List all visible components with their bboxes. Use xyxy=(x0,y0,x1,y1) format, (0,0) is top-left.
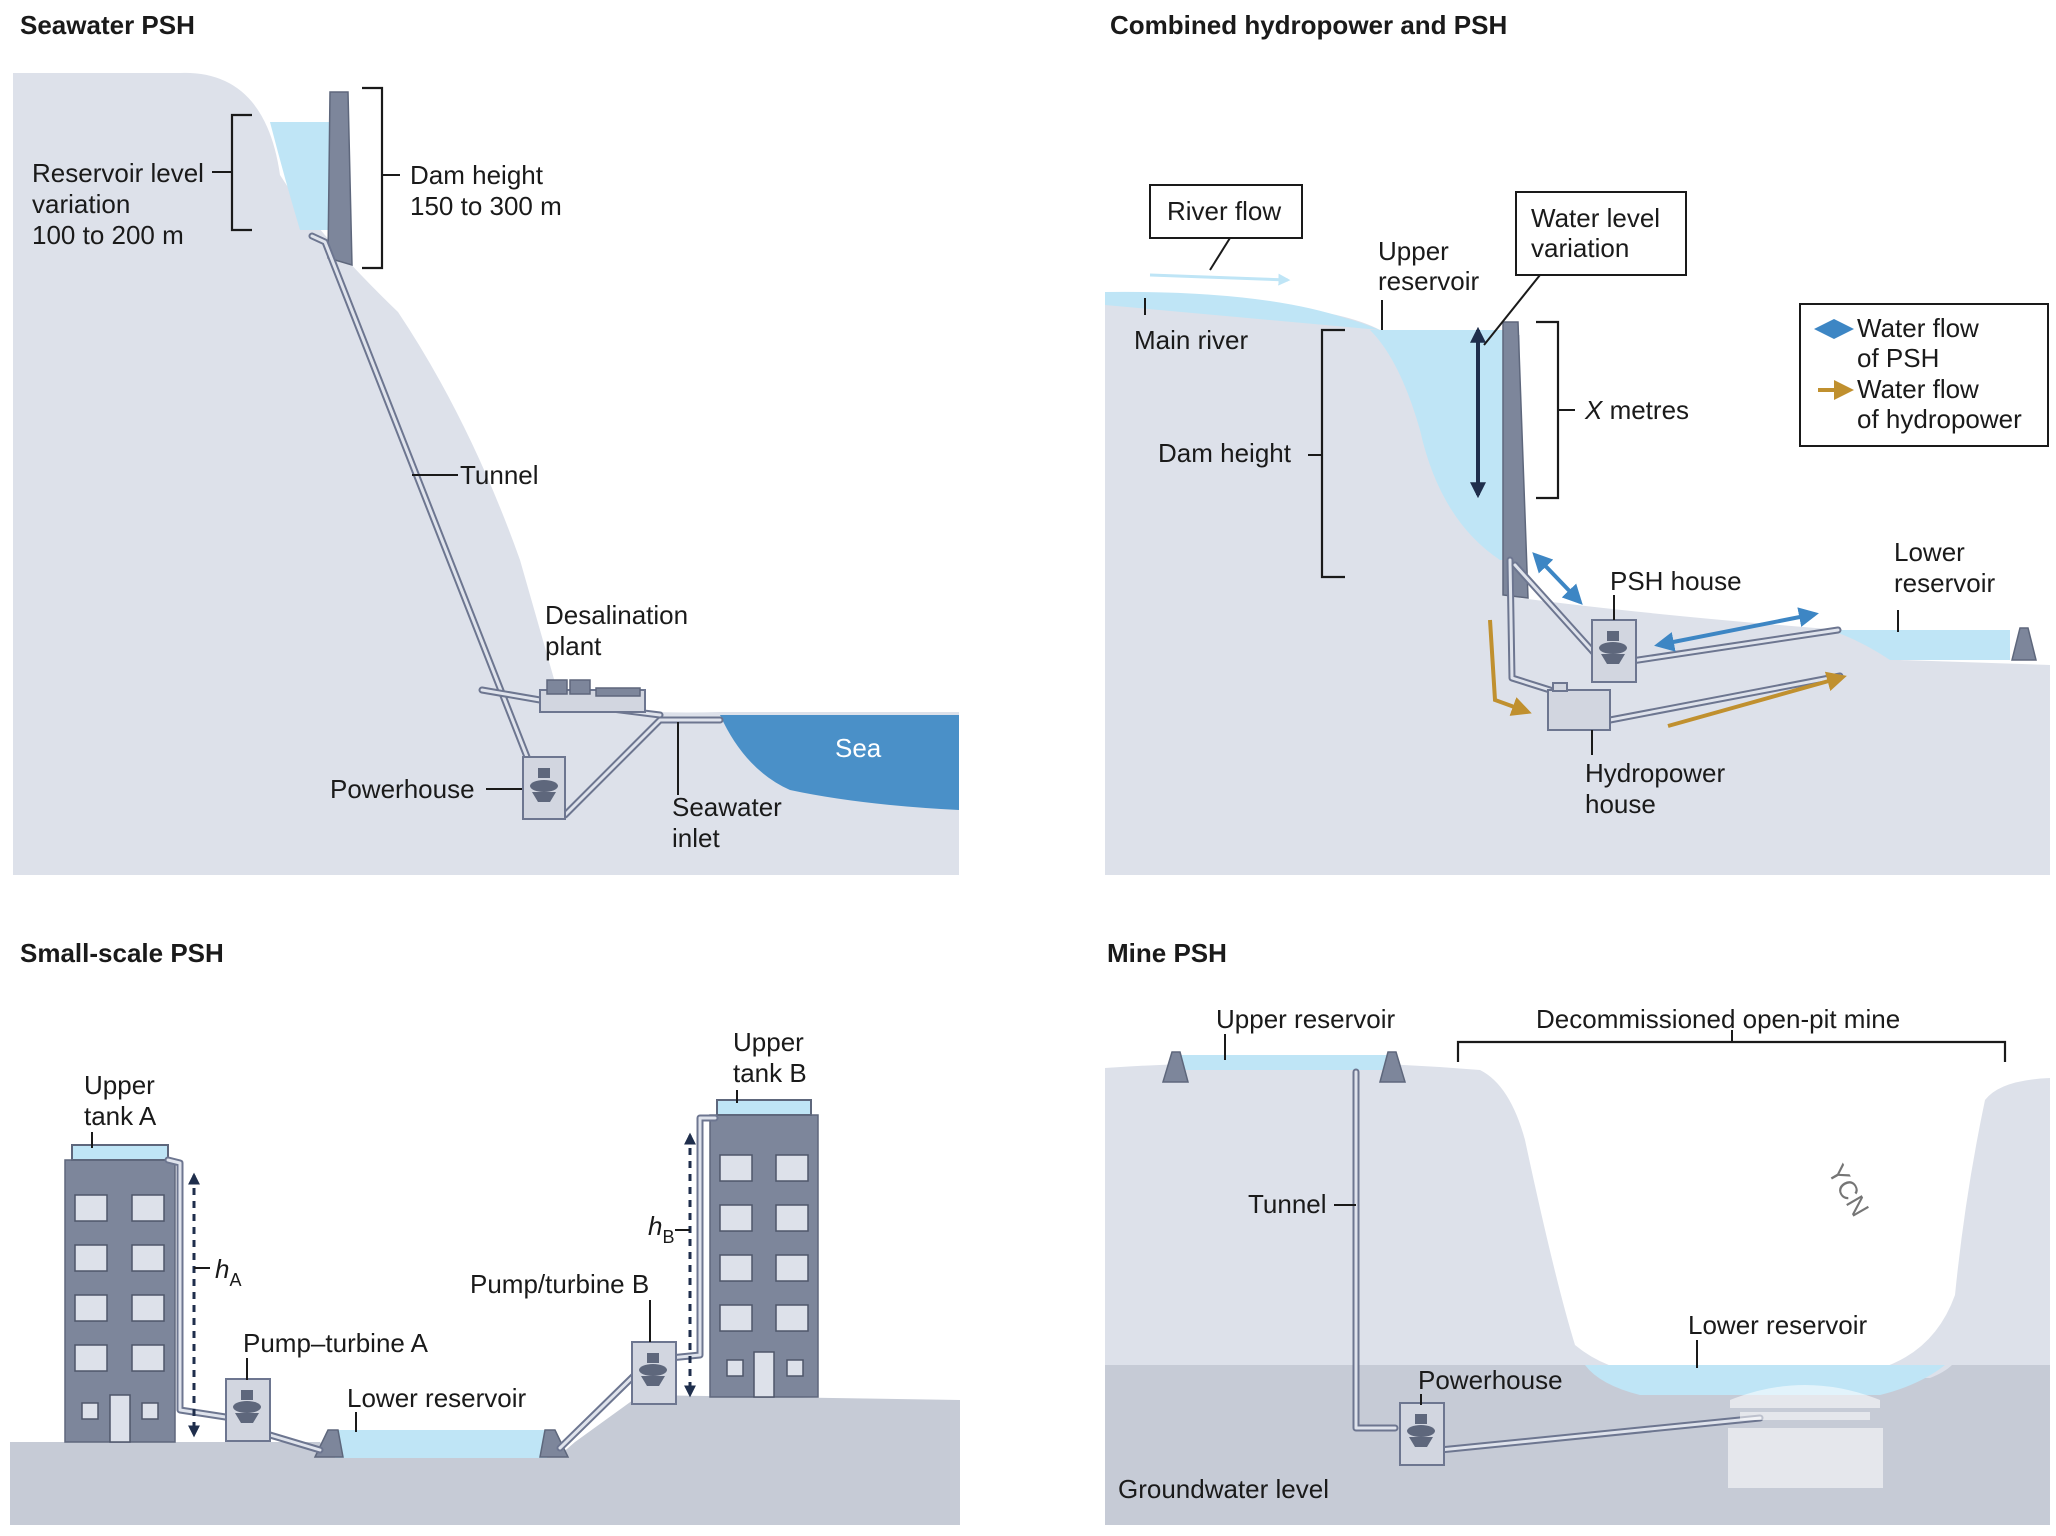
panel-seawater-psh: Seawater PSH Sea Reservoir le xyxy=(13,10,959,875)
x-metres-label: X metres xyxy=(1584,395,1689,425)
river-flow-callout xyxy=(1149,184,1303,286)
hydropower-house-label-2: house xyxy=(1585,789,1656,819)
dam-height-bracket xyxy=(362,86,400,270)
hydropower-flow-arrows xyxy=(1488,619,1847,728)
dam-height-bracket-2 xyxy=(1308,328,1345,579)
water-level-variation-callout xyxy=(1483,191,1687,346)
legend-psh-label-1: Water flow xyxy=(1857,313,1979,343)
mine-lower-reservoir-label: Lower reservoir xyxy=(1688,1310,1868,1340)
desalination-label-2: plant xyxy=(545,631,602,661)
hydropower-house-label-1: Hydropower xyxy=(1585,758,1726,788)
panel-combined-psh: Combined hydropower and PSH xyxy=(1105,10,2050,875)
small-lower-reservoir-label: Lower reservoir xyxy=(347,1383,527,1413)
tunnel-label: Tunnel xyxy=(460,460,539,490)
h-a-label: hA xyxy=(215,1254,241,1290)
desalination-label-1: Desalination xyxy=(545,600,688,630)
pump-turbine-b xyxy=(631,1341,677,1405)
mine-right-dam xyxy=(1379,1051,1407,1083)
psh-house xyxy=(1591,619,1637,683)
reservoir-level-bracket xyxy=(212,113,252,232)
psh-flow-arrows xyxy=(1532,552,1819,652)
seawater-inlet-label-1: Seawater xyxy=(672,792,782,822)
building-a xyxy=(64,1144,176,1443)
upper-tank-a-label-2: tank A xyxy=(84,1101,157,1131)
panel-title-mine: Mine PSH xyxy=(1107,938,1227,968)
x-metres-bracket xyxy=(1536,320,1575,500)
upper-tank-b-label-1: Upper xyxy=(733,1027,804,1057)
lower-reservoir-water-2 xyxy=(1830,630,2010,660)
seawater-inlet-label-2: inlet xyxy=(672,823,720,853)
watermark-text: YCN xyxy=(1822,1159,1875,1222)
mine-lower-reservoir-water xyxy=(1585,1365,1945,1395)
water-level-label-1: Water level xyxy=(1531,203,1660,233)
building-b-windows xyxy=(719,1154,809,1398)
upper-tank-b-label-2: tank B xyxy=(733,1058,807,1088)
sea-label: Sea xyxy=(835,733,882,763)
mine-upper-reservoir-water xyxy=(1178,1055,1388,1070)
mine-pipes xyxy=(1352,1068,1764,1454)
mountain-ground xyxy=(13,72,959,875)
pump-turbine-b-label: Pump/turbine B xyxy=(470,1269,649,1299)
small-ground xyxy=(10,1395,960,1525)
flow-legend: Water flow of PSH Water flow of hydropow… xyxy=(1799,303,2049,447)
legend-hydro-label-1: Water flow xyxy=(1857,374,1979,404)
reservoir-level-label-1: Reservoir level xyxy=(32,158,204,188)
small-lower-reservoir-water xyxy=(335,1430,547,1458)
pump-turbine-a xyxy=(225,1378,271,1442)
h-b-label: hB xyxy=(648,1211,674,1247)
legend-psh-label-2: of PSH xyxy=(1857,343,1939,373)
mine-powerhouse xyxy=(1399,1402,1445,1466)
upper-reservoir-label-2: reservoir xyxy=(1378,266,1479,296)
panel-mine-psh: Mine PSH Upper reservoir Decommissioned … xyxy=(1105,938,2050,1525)
psh-house-label: PSH house xyxy=(1610,566,1742,596)
powerhouse xyxy=(522,756,566,820)
desalination-plant xyxy=(539,679,646,713)
dam xyxy=(327,91,353,267)
powerhouse-label: Powerhouse xyxy=(330,774,475,804)
reservoir-level-label-2: variation xyxy=(32,189,130,219)
mine-left-dam xyxy=(1161,1051,1189,1083)
panel-small-scale-psh: Small-scale PSH xyxy=(10,938,960,1525)
decommissioned-mine-label: Decommissioned open-pit mine xyxy=(1536,1004,1900,1034)
hydropower-house xyxy=(1547,682,1611,731)
upper-reservoir-label-1: Upper xyxy=(1378,236,1449,266)
legend-hydro-label-2: of hydropower xyxy=(1857,404,2022,434)
building-b xyxy=(709,1099,819,1398)
mine-upper-reservoir-label: Upper reservoir xyxy=(1216,1004,1396,1034)
dam-height-label-1: Dam height xyxy=(410,160,544,190)
groundwater-level-label: Groundwater level xyxy=(1118,1474,1329,1504)
main-river-label: Main river xyxy=(1134,325,1248,355)
panel-title-seawater: Seawater PSH xyxy=(20,10,195,40)
panel-title-small: Small-scale PSH xyxy=(20,938,224,968)
upper-tank-a-label-1: Upper xyxy=(84,1070,155,1100)
panel-title-combined: Combined hydropower and PSH xyxy=(1110,10,1507,40)
lower-reservoir-label-2: reservoir xyxy=(1894,568,1995,598)
dam-height-label: Dam height xyxy=(1158,438,1292,468)
pump-turbine-a-label: Pump–turbine A xyxy=(243,1328,429,1358)
upper-reservoir-water xyxy=(270,122,332,230)
river-flow-label: River flow xyxy=(1167,196,1281,226)
main-dam xyxy=(1502,321,1529,599)
reservoir-level-label-3: 100 to 200 m xyxy=(32,220,184,250)
combined-ground xyxy=(1105,300,2050,875)
water-level-label-2: variation xyxy=(1531,233,1629,263)
main-river-water xyxy=(1105,291,1380,330)
lower-reservoir-label-1: Lower xyxy=(1894,537,1965,567)
mine-tunnel-label: Tunnel xyxy=(1248,1189,1327,1219)
sea-water xyxy=(720,715,959,810)
open-pit-mine-bracket xyxy=(1456,1030,2007,1062)
dam-height-label-2: 150 to 300 m xyxy=(410,191,562,221)
mine-powerhouse-label: Powerhouse xyxy=(1418,1365,1563,1395)
building-a-windows xyxy=(74,1194,165,1443)
lower-dam xyxy=(2011,627,2037,661)
